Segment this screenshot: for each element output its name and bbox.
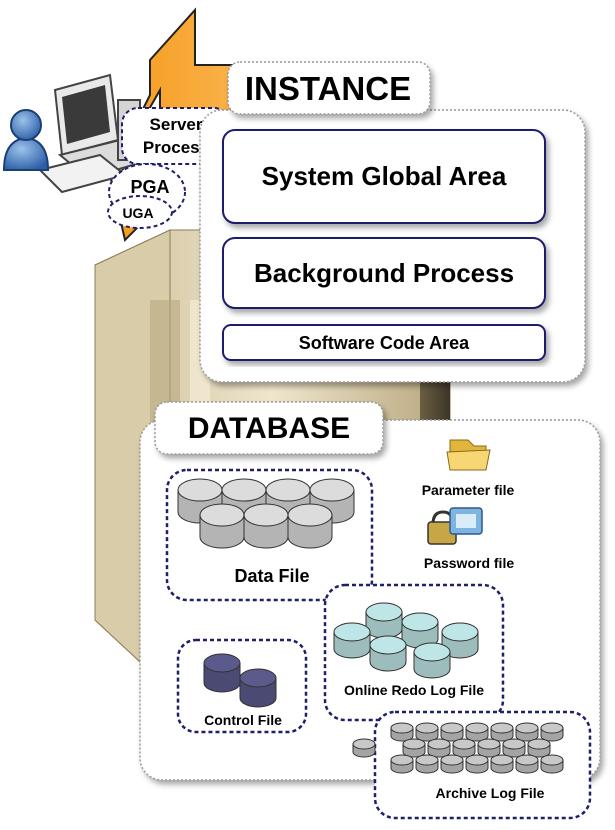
data-file-label: Data File	[234, 566, 309, 586]
disk-icon	[333, 622, 371, 659]
disk-icon	[490, 722, 514, 742]
disk-icon	[441, 622, 479, 659]
disk-icon	[390, 754, 414, 774]
parameter-file-label: Parameter file	[422, 482, 515, 498]
uga-bubble: UGA	[107, 195, 173, 229]
background-process-box	[222, 237, 546, 309]
disk-icon	[415, 722, 439, 742]
online-redo-label: Online Redo Log File	[344, 682, 484, 698]
archive-log-label: Archive Log File	[436, 785, 545, 801]
server-process-line1: Server	[150, 115, 203, 134]
disk-icon	[515, 722, 539, 742]
disk-icon	[402, 738, 426, 758]
online-redo-group: Online Redo Log File	[323, 583, 505, 722]
instance-panel: INSTANCE System Global Area Background P…	[199, 61, 586, 383]
disk-icon	[309, 478, 355, 524]
disk-icon	[239, 668, 277, 708]
disk-icon	[352, 738, 376, 758]
disk-icon	[440, 722, 464, 742]
data-file-group: Data File	[165, 468, 374, 602]
control-file-group: Control File	[176, 638, 308, 734]
disk-icon	[369, 635, 407, 672]
disk-icon	[440, 754, 464, 774]
instance-title: INSTANCE	[245, 70, 411, 107]
software-code-box	[222, 324, 546, 361]
disk-icon	[527, 738, 551, 758]
disk-icon	[540, 722, 564, 742]
disk-icon	[540, 754, 564, 774]
disk-icon	[203, 653, 241, 693]
pga-label: PGA	[130, 177, 169, 197]
disk-icon	[427, 738, 451, 758]
uga-label: UGA	[122, 205, 153, 221]
disk-icon	[452, 738, 476, 758]
password-file-item: Password file	[424, 507, 514, 571]
disk-icon	[490, 754, 514, 774]
control-disks	[203, 653, 277, 708]
disk-icon	[415, 754, 439, 774]
database-title: DATABASE	[188, 412, 350, 445]
disk-icon	[287, 503, 333, 549]
parameter-file-item: Parameter file	[422, 439, 515, 498]
disk-icon	[243, 503, 289, 549]
password-file-label: Password file	[424, 555, 514, 571]
disk-icon	[465, 722, 489, 742]
redo-disks	[333, 602, 479, 679]
disk-icon	[365, 602, 403, 639]
control-file-label: Control File	[204, 712, 282, 728]
disk-icon	[465, 754, 489, 774]
archive-disks	[352, 722, 564, 774]
disk-icon	[401, 612, 439, 649]
software-code-label: Software Code Area	[299, 333, 470, 353]
folder-icon	[446, 439, 491, 471]
disk-icon	[477, 738, 501, 758]
sga-label: System Global Area	[262, 161, 507, 191]
disk-icon	[199, 503, 245, 549]
archive-log-group: Archive Log File	[352, 710, 592, 820]
disk-icon	[502, 738, 526, 758]
lock-icon	[427, 507, 483, 545]
data-disks	[177, 478, 355, 549]
disk-icon	[390, 722, 414, 742]
background-process-label: Background Process	[254, 258, 514, 288]
disk-icon	[413, 642, 451, 679]
server-process-line2: Process	[143, 138, 209, 157]
disk-icon	[515, 754, 539, 774]
sga-box	[222, 129, 546, 224]
user-icon	[2, 109, 50, 171]
